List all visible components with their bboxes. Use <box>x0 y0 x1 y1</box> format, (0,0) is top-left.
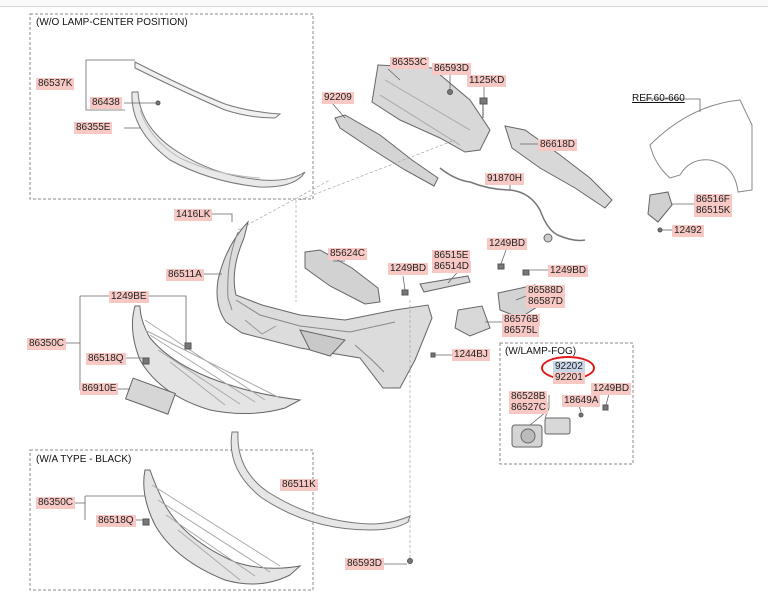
callout-86518Q-a[interactable]: 86518Q <box>86 353 126 365</box>
bracket-86516F <box>647 191 673 223</box>
callout-1249BD-c[interactable]: 1249BD <box>548 265 589 277</box>
box-title-wa-type-black: (W/A TYPE - BLACK) <box>36 454 132 465</box>
callout-85624C[interactable]: 85624C <box>328 248 368 260</box>
callout-1249BD-a[interactable]: 1249BD <box>388 263 429 275</box>
callout-86528B[interactable]: 86528B <box>509 391 548 403</box>
callout-1249BD-b[interactable]: 1249BD <box>487 238 528 250</box>
projection-lines <box>237 139 456 560</box>
box-wo-lamp-center <box>29 13 314 200</box>
callout-86576B[interactable]: 86576B <box>502 314 541 326</box>
callout-1416LK[interactable]: 1416LK <box>174 209 213 221</box>
callout-1125KD[interactable]: 1125KD <box>467 75 507 87</box>
absorber-86353C <box>371 64 491 153</box>
fender-ref <box>649 99 753 193</box>
molding-92209 <box>334 114 439 187</box>
callout-86516F[interactable]: 86516F <box>694 194 732 206</box>
bracket-86515E <box>419 275 471 293</box>
callout-86537K[interactable]: 86537K <box>36 78 75 90</box>
callout-86593D-top[interactable]: 86593D <box>432 63 472 75</box>
grille-black-86350C <box>143 469 302 585</box>
wiring-91870H <box>439 167 586 242</box>
callout-92201[interactable]: 92201 <box>553 372 585 384</box>
callout-86575L[interactable]: 86575L <box>502 325 540 337</box>
fog-lamp-92202 <box>511 417 571 448</box>
callout-86511K[interactable]: 86511K <box>280 479 318 491</box>
bracket-86910E <box>124 377 177 415</box>
callout-86618D[interactable]: 86618D <box>538 139 578 151</box>
callout-12492[interactable]: 12492 <box>672 225 704 237</box>
callout-92209[interactable]: 92209 <box>322 92 354 104</box>
callout-86527C[interactable]: 86527C <box>509 402 549 414</box>
callout-86518Q-b[interactable]: 86518Q <box>96 515 136 527</box>
callout-86514D[interactable]: 86514D <box>432 261 472 273</box>
callout-86910E[interactable]: 86910E <box>80 383 119 395</box>
callout-86350C-a[interactable]: 86350C <box>27 338 67 350</box>
callout-86438[interactable]: 86438 <box>90 97 122 109</box>
cover-86576B <box>454 305 491 337</box>
molding-86355E <box>131 91 306 188</box>
callout-1244BJ[interactable]: 1244BJ <box>452 349 490 361</box>
callout-86353C[interactable]: 86353C <box>390 57 430 69</box>
molding-86537K <box>134 61 282 119</box>
callout-86511A[interactable]: 86511A <box>166 269 204 281</box>
callout-18649A[interactable]: 18649A <box>562 395 601 407</box>
callout-86515K[interactable]: 86515K <box>694 205 733 217</box>
callout-86587D[interactable]: 86587D <box>526 296 566 308</box>
box-w-lamp-fog <box>499 342 634 465</box>
callout-86593D-bottom[interactable]: 86593D <box>345 558 385 570</box>
callout-86515E[interactable]: 86515E <box>432 250 471 262</box>
grille-86350C <box>131 305 302 415</box>
box-title-w-lamp-fog: (W/LAMP-FOG) <box>505 346 577 357</box>
box-title-wo-lamp-center: (W/O LAMP-CENTER POSITION) <box>36 17 188 28</box>
callout-1249BE[interactable]: 1249BE <box>109 291 149 303</box>
connector-91870H <box>543 233 553 243</box>
callout-86355E[interactable]: 86355E <box>74 122 113 134</box>
window-top-edge <box>0 0 768 7</box>
callout-92202[interactable]: 92202 <box>553 361 585 373</box>
reference-label: REF.60-660 <box>632 93 685 104</box>
lip-molding-86511K <box>230 431 411 531</box>
callout-1249BD-d[interactable]: 1249BD <box>591 383 632 395</box>
callout-86350C-b[interactable]: 86350C <box>36 497 76 509</box>
callout-86588D[interactable]: 86588D <box>526 285 566 297</box>
bumper-cover-86511A <box>216 220 433 389</box>
callout-91870H[interactable]: 91870H <box>485 173 525 185</box>
